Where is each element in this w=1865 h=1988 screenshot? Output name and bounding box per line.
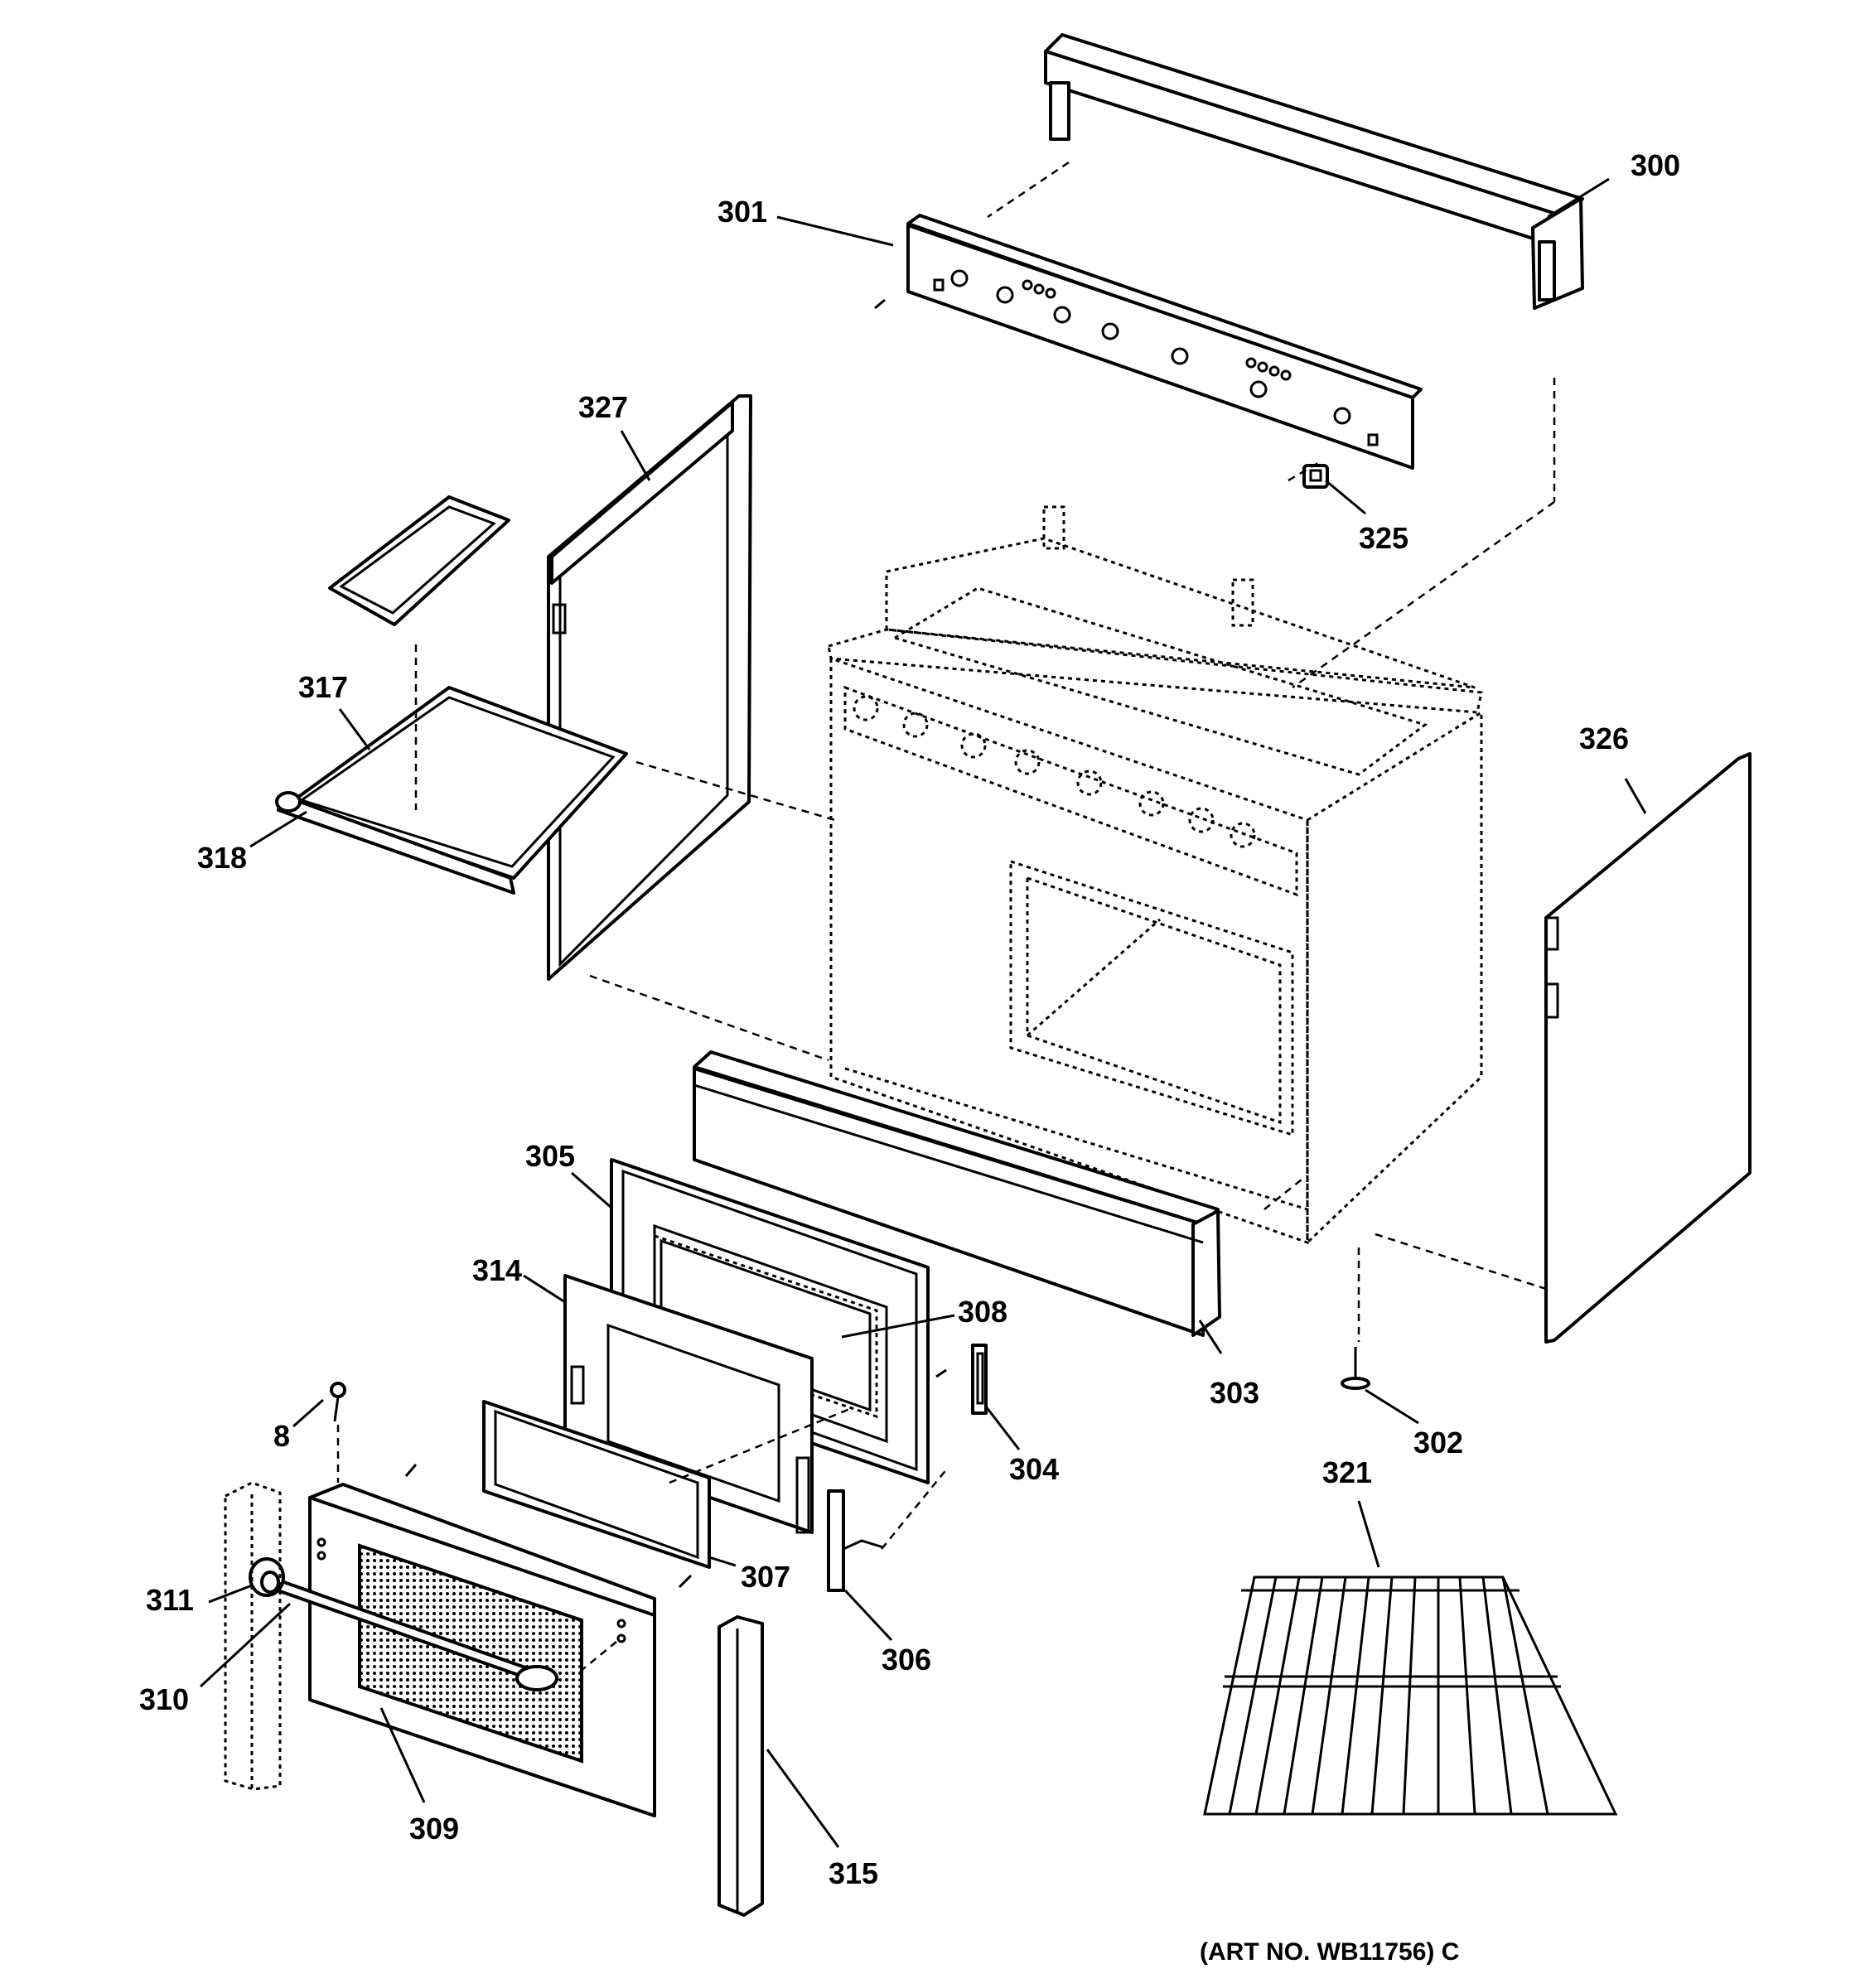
part-303-kick-panel <box>693 1050 1221 1337</box>
callout-311: 311 <box>146 1583 194 1617</box>
callout-301: 301 <box>717 195 767 229</box>
callout-305: 305 <box>525 1139 575 1173</box>
part-301-control-panel <box>906 214 1423 470</box>
callout-309: 309 <box>409 1812 459 1846</box>
callout-325: 325 <box>1359 521 1408 555</box>
callout-318: 318 <box>197 841 247 875</box>
callout-321: 321 <box>1322 1455 1372 1489</box>
assembly-dashed-lines <box>336 161 1556 1672</box>
callout-303: 303 <box>1210 1376 1259 1410</box>
callout-308: 308 <box>958 1295 1007 1329</box>
screw-301 <box>874 298 886 310</box>
callout-306: 306 <box>882 1643 931 1677</box>
part-308-door-gasket <box>653 1233 878 1419</box>
part-302-leveling-leg <box>1341 1347 1370 1390</box>
range-body-outline <box>827 505 1483 1246</box>
part-327-left-side-panel <box>547 394 752 981</box>
part-309-outer-door <box>308 1483 656 1817</box>
part-318-drawer-handle <box>275 791 515 895</box>
part-304-hinge-receiver <box>935 1344 988 1415</box>
part-300-backguard-trim <box>1044 33 1584 310</box>
callout-315: 315 <box>829 1856 878 1890</box>
callout-302: 302 <box>1413 1426 1463 1460</box>
part-311-handle-end-cap <box>249 1557 285 1597</box>
part-306-door-hinge <box>827 1489 884 1592</box>
callout-300: 300 <box>1631 148 1680 182</box>
part-321-oven-rack <box>1203 1575 1618 1816</box>
callout-leader-lines <box>199 177 1647 1848</box>
callout-326: 326 <box>1579 721 1629 755</box>
callout-307: 307 <box>741 1560 790 1594</box>
part-8-screw <box>330 1382 346 1422</box>
callout-304: 304 <box>1009 1452 1059 1486</box>
screw-door-a <box>404 1464 418 1477</box>
part-glass-frame-upper <box>328 495 510 626</box>
end-cap-outline <box>224 1481 282 1791</box>
art-number-label: (ART NO. WB11756) C <box>1200 1938 1459 1966</box>
callout-314: 314 <box>472 1253 522 1287</box>
callout-327: 327 <box>578 390 628 424</box>
part-307-inner-glass <box>482 1400 711 1569</box>
callout-8: 8 <box>273 1419 290 1453</box>
screw-door-b <box>678 1574 693 1589</box>
part-315-door-trim <box>717 1615 764 1917</box>
callout-317: 317 <box>298 670 348 704</box>
callout-310: 310 <box>139 1682 189 1716</box>
part-326-right-side-panel <box>1544 752 1751 1344</box>
part-325-switch <box>1302 464 1329 489</box>
